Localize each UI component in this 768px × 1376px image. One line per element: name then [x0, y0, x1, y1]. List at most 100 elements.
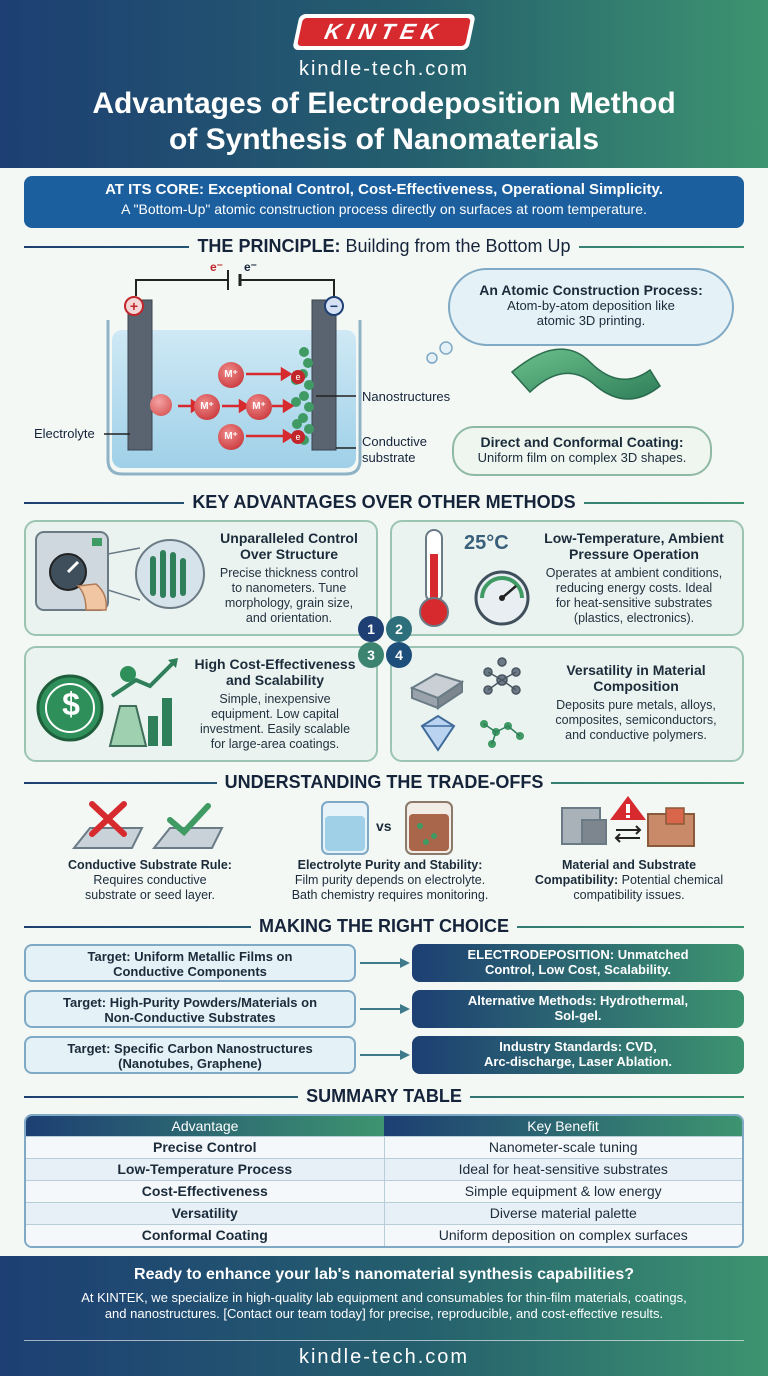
- atomic-construction-cloud: An Atomic Construction Process: Atom-by-…: [448, 268, 734, 346]
- title-line-1: Advantages of Electrodeposition Method: [92, 87, 676, 120]
- plus-terminal-icon: +: [124, 296, 144, 316]
- card-2-body-3: for heat-sensitive substrates: [555, 596, 713, 610]
- card-1-body-3: morphology, grain size,: [224, 596, 354, 610]
- label-substrate-2: substrate: [362, 450, 416, 465]
- card-4-body: Deposits pure metals, alloys, composites…: [532, 698, 740, 743]
- substrate-rule-icon: [71, 801, 224, 849]
- result-row-1: ELECTRODEPOSITION: Unmatched Control, Lo…: [412, 944, 744, 982]
- label-electrolyte: Electrolyte: [34, 426, 95, 441]
- cost-growth-icon: [36, 658, 178, 747]
- advantage-card-versatility: Versatility in Material Composition Depo…: [390, 646, 744, 762]
- electron-label-right: e⁻: [244, 260, 258, 274]
- target-row-1: Target: Uniform Metallic Films on Conduc…: [24, 944, 356, 982]
- card-2-body-1: Operates at ambient conditions,: [545, 566, 723, 580]
- footer-body-1: At KINTEK, we specialize in high-quality…: [81, 1290, 687, 1305]
- tradeoff-2-body-1: Film purity depends on electrolyte.: [294, 873, 486, 887]
- ion-m-2: M⁺: [194, 394, 220, 420]
- card-3-title-2: and Scalability: [225, 672, 325, 688]
- target-3-line-2: (Nanotubes, Graphene): [118, 1056, 262, 1071]
- temperature-readout: 25°C: [464, 532, 509, 554]
- card-4-title: Versatility in Material Composition: [532, 662, 740, 694]
- advantage-card-cost: $ High Cost-Effectiveness and Scalabilit…: [24, 646, 378, 762]
- advantages-heading-text: KEY ADVANTAGES OVER OTHER METHODS: [184, 492, 584, 512]
- table-cell-benefit: Nanometer-scale tuning: [384, 1135, 742, 1158]
- badge-4: 4: [386, 642, 412, 668]
- tradeoff-1-title: Conductive Substrate Rule:: [68, 858, 232, 872]
- card-4-title-2: Composition: [593, 678, 679, 694]
- kintek-logo[interactable]: KINTEK: [292, 14, 476, 50]
- cloud-body-2: atomic 3D printing.: [536, 313, 646, 328]
- tradeoff-3-body-1: Potential chemical: [618, 873, 724, 887]
- core-line-2: A "Bottom-Up" atomic construction proces…: [121, 201, 647, 217]
- advantage-card-low-temperature: 25°C Low-Temperature, Ambient Pressure O…: [390, 520, 744, 636]
- result-3-line-2: Arc-discharge, Laser Ablation.: [483, 1054, 673, 1069]
- conformal-coating-bubble: Direct and Conformal Coating: Uniform fi…: [452, 426, 712, 476]
- card-4-body-1: Deposits pure metals, alloys,: [556, 698, 716, 712]
- bubble-title: Direct and Conformal Coating:: [480, 434, 684, 450]
- card-3-body-4: for large-area coatings.: [210, 737, 340, 751]
- beaker-glass: [106, 320, 362, 476]
- tradeoff-1-body-2: substrate or seed layer.: [85, 888, 215, 902]
- choice-heading-text: MAKING THE RIGHT CHOICE: [251, 916, 517, 936]
- header-banner: KINTEK kindle-tech.com Advantages of Ele…: [0, 0, 768, 168]
- tradeoffs-heading-text: UNDERSTANDING THE TRADE-OFFS: [216, 772, 552, 792]
- choice-arrow-2: [360, 1004, 410, 1014]
- card-4-body-3: and conductive polymers.: [565, 728, 707, 742]
- table-cell-benefit: Diverse material palette: [384, 1201, 742, 1224]
- card-4-title-1: Versatility in Material: [566, 662, 706, 678]
- core-line-1: AT ITS CORE: Exceptional Control, Cost-E…: [105, 181, 663, 198]
- compatibility-icon: [561, 796, 695, 847]
- tradeoff-3-title: Material and Substrate: [561, 858, 697, 872]
- site-url-bottom[interactable]: kindle-tech.com: [298, 1346, 470, 1368]
- card-3-body-3: investment. Easily scalable: [199, 722, 351, 736]
- table-cell-advantage: Precise Control: [26, 1135, 385, 1158]
- advantages-heading: KEY ADVANTAGES OVER OTHER METHODS: [24, 490, 744, 514]
- card-3-title: High Cost-Effectiveness and Scalability: [176, 656, 374, 688]
- card-1-body-4: and orientation.: [245, 611, 333, 625]
- footer-heading: Ready to enhance your lab's nanomaterial…: [134, 1266, 634, 1283]
- electron-dot-1: e: [291, 370, 305, 384]
- summary-heading-text: SUMMARY TABLE: [298, 1086, 470, 1106]
- tradeoff-compatibility: Material and Substrate Compatibility: Po…: [516, 858, 742, 903]
- result-row-2: Alternative Methods: Hydrothermal, Sol-g…: [412, 990, 744, 1028]
- site-url-top[interactable]: kindle-tech.com: [298, 58, 470, 80]
- card-3-body-1: Simple, inexpensive: [219, 692, 331, 706]
- wire-right: [240, 279, 335, 296]
- dollar-sign: $: [62, 686, 80, 722]
- core-summary-box: AT ITS CORE: Exceptional Control, Cost-E…: [24, 176, 744, 228]
- electron-dot-2: e: [291, 430, 305, 444]
- conformal-film-wave: [510, 348, 661, 400]
- target-3-line-1: Target: Specific Carbon Nanostructures: [67, 1041, 313, 1056]
- materials-icon: [409, 657, 524, 752]
- card-3-body: Simple, inexpensive equipment. Low capit…: [176, 692, 374, 752]
- table-header-benefit: Key Benefit: [384, 1116, 742, 1136]
- result-1-line-1: ELECTRODEPOSITION: Unmatched: [467, 947, 689, 962]
- card-1-body-2: to nanometers. Tune: [231, 581, 347, 595]
- result-2-line-2: Sol-gel.: [554, 1008, 602, 1023]
- badge-3: 3: [358, 642, 384, 668]
- target-row-3: Target: Specific Carbon Nanostructures (…: [24, 1036, 356, 1074]
- choice-arrow-3: [360, 1050, 410, 1060]
- table-cell-advantage: Conformal Coating: [26, 1223, 385, 1246]
- footer-body: At KINTEK, we specialize in high-quality…: [30, 1290, 738, 1322]
- result-3-line-1: Industry Standards: CVD,: [499, 1039, 657, 1054]
- card-2-body: Operates at ambient conditions, reducing…: [528, 566, 740, 626]
- card-1-body: Precise thickness control to nanometers.…: [204, 566, 374, 626]
- vs-label: vs: [376, 818, 392, 834]
- card-2-body-2: reducing energy costs. Ideal: [555, 581, 713, 595]
- table-cell-advantage: Cost-Effectiveness: [26, 1179, 385, 1202]
- card-2-title-2: Pressure Operation: [569, 546, 699, 562]
- ion-anode: [150, 394, 172, 416]
- cloud-body-1: Atom-by-atom deposition like: [507, 298, 675, 313]
- badge-1: 1: [358, 616, 384, 642]
- footer-body-2[interactable]: and nanostructures. [Contact our team to…: [104, 1306, 664, 1321]
- result-row-3: Industry Standards: CVD, Arc-discharge, …: [412, 1036, 744, 1074]
- result-2-line-1: Alternative Methods: Hydrothermal,: [467, 993, 689, 1008]
- tradeoff-2-title: Electrolyte Purity and Stability:: [297, 858, 483, 872]
